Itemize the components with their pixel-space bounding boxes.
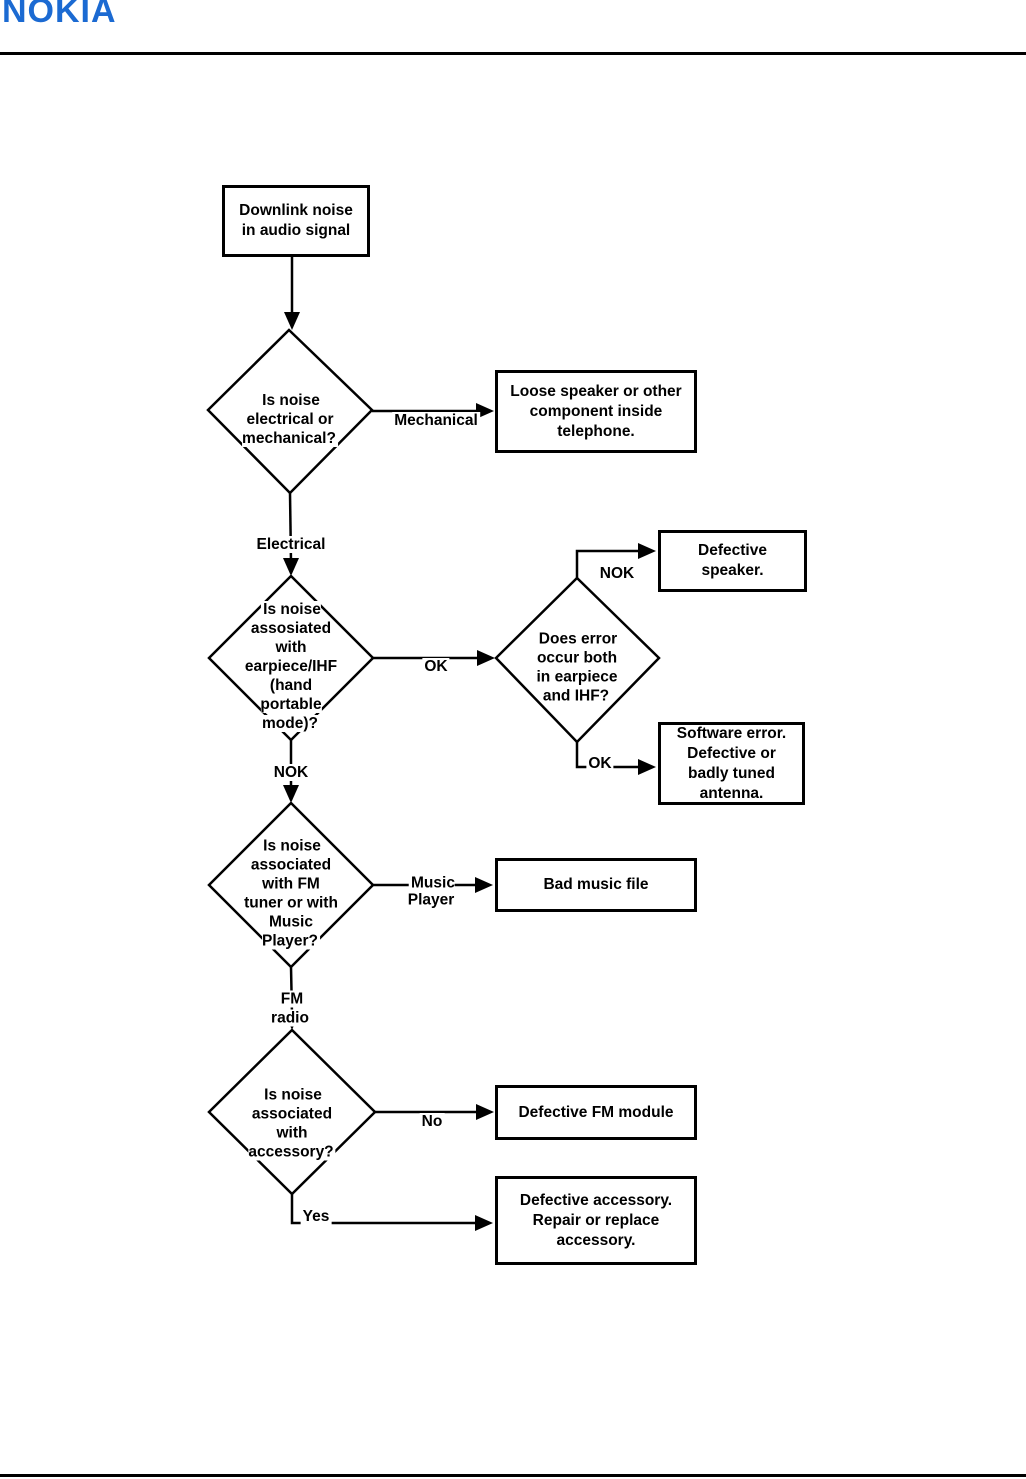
arrowhead-down-d2 — [283, 558, 299, 576]
connector-d4-to-defective-accessory — [290, 1194, 477, 1225]
arrowhead-right-software-error — [638, 759, 656, 775]
start-node-label: Downlink noise in audio signal — [239, 202, 353, 239]
result-box-loose-speaker-label: Loose speaker or other component inside … — [510, 382, 682, 440]
result-box-bad-music: Bad music file — [495, 858, 697, 912]
header-rule — [0, 52, 1026, 55]
result-box-defective-fm-label: Defective FM module — [518, 1103, 674, 1121]
arrowhead-right-bad-music — [475, 877, 493, 893]
connector-d5-to-defective-speaker — [575, 549, 640, 578]
decision-fm-music-label: Is noise associated with FM tuner or wit… — [244, 837, 338, 950]
decision-earpiece-ihf-label: Is noise assosiated with earpiece/IHF (h… — [244, 601, 338, 732]
connector-label-ok-antenna: OK — [586, 755, 614, 772]
connector-label-fm-radio: FM radio — [271, 990, 311, 1027]
arrowhead-down-d3 — [283, 785, 299, 803]
connector-label-mechanical: Mechanical — [392, 412, 480, 429]
result-box-software-error: Software error. Defective or badly tuned… — [658, 722, 805, 805]
result-box-bad-music-label: Bad music file — [543, 876, 649, 893]
arrowhead-right-d5 — [477, 650, 495, 666]
connector-label-music-player: Music Player — [407, 874, 457, 909]
arrowhead-down-d1 — [284, 312, 300, 330]
connector-label-nok-down: NOK — [271, 764, 311, 781]
arrowhead-right-defective-fm — [476, 1104, 494, 1120]
decision-accessory-label: Is noise associated with accessory? — [248, 1086, 336, 1161]
result-box-defective-accessory: Defective accessory. Repair or replace a… — [495, 1176, 697, 1265]
start-node-box: Downlink noise in audio signal — [222, 185, 370, 257]
connector-label-yes: Yes — [300, 1208, 332, 1225]
connector-d5-to-software-error — [575, 742, 640, 769]
result-box-defective-fm: Defective FM module — [495, 1085, 697, 1140]
result-box-defective-accessory-label: Defective accessory. Repair or replace a… — [519, 1191, 673, 1249]
arrowhead-right-loose-speaker — [476, 403, 494, 419]
nokia-logo: NOKIA — [2, 0, 117, 30]
result-box-loose-speaker: Loose speaker or other component inside … — [495, 370, 697, 453]
result-box-defective-speaker-label: Defective speaker. — [698, 542, 767, 579]
connector-label-ok-to-error: OK — [422, 658, 450, 675]
footer-rule — [0, 1474, 1026, 1477]
connector-label-electrical: Electrical — [254, 536, 328, 553]
connector-label-nok-speaker: NOK — [597, 565, 637, 582]
arrowhead-right-defective-accessory — [475, 1215, 493, 1231]
decision-error-both-label: Does error occur both in earpiece and IH… — [536, 630, 618, 705]
result-box-defective-speaker: Defective speaker. — [658, 530, 807, 592]
connector-label-no: No — [419, 1113, 445, 1130]
decision-electrical-mechanical-label: Is noise electrical or mechanical? — [242, 392, 338, 447]
arrowhead-right-defective-speaker — [638, 543, 656, 559]
result-box-software-error-label: Software error. Defective or badly tuned… — [676, 724, 787, 802]
